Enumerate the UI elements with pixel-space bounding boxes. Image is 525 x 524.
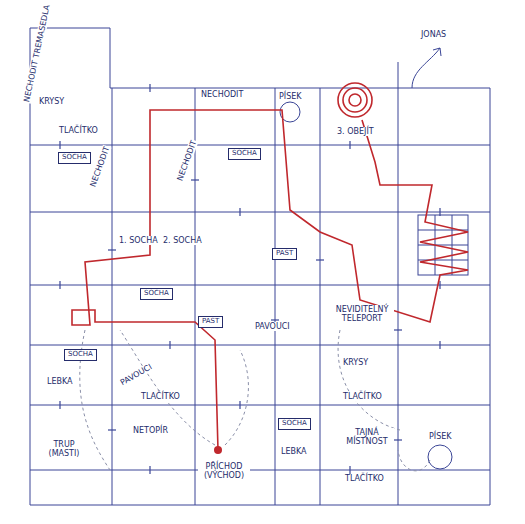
map-label: PŘÍCHOD (VÝCHOD) — [198, 462, 250, 480]
map-label: 2. SOCHA — [162, 236, 203, 245]
map-label: TLAČÍTKO — [344, 474, 385, 483]
map-label: 3. OBEJÍT — [336, 127, 375, 136]
map-label: PÍSEK — [278, 92, 303, 101]
map-box: SOCHA — [64, 349, 97, 361]
map-label: 1. SOCHA — [118, 236, 159, 245]
map-label: NETOPÍR — [132, 426, 169, 435]
map-label: PAVOUCI — [254, 322, 291, 331]
box-label: SOCHA — [232, 149, 257, 157]
map-label: LEBKA — [280, 447, 308, 456]
map-label: TLAČÍTKO — [342, 392, 383, 401]
map-label: TLAČÍTKO — [140, 392, 181, 401]
map-label: JONAS — [420, 30, 447, 39]
map-label: PAVOUCI — [118, 362, 154, 388]
map-box: SOCHA — [278, 418, 311, 430]
map-label: NEVIDITELNÝ TELEPORT — [330, 305, 394, 323]
map-label: PÍSEK — [428, 432, 453, 441]
map-label: TRUP (MASTI) — [40, 440, 88, 458]
box-label: PAST — [276, 249, 293, 257]
map-box: PAST — [198, 316, 223, 328]
box-label: SOCHA — [144, 289, 169, 297]
map-label: TAJNÁ MÍSTNOST — [340, 428, 394, 446]
box-label: SOCHA — [62, 153, 87, 161]
box-label: PAST — [202, 317, 219, 325]
map-box: SOCHA — [58, 152, 91, 164]
map-label: NECHODIT — [88, 144, 112, 189]
box-label: SOCHA — [68, 350, 93, 358]
map-label: NECHODIT — [200, 90, 244, 99]
map-label: LEBKA — [46, 377, 74, 386]
map-label: NECHODIT TREMASEDLA — [22, 3, 52, 104]
map-label: KRYSY — [342, 358, 369, 367]
map-label: TLAČÍTKO — [58, 126, 99, 135]
map-box: PAST — [272, 248, 297, 260]
box-label: SOCHA — [282, 419, 307, 427]
map-label: KRYSY — [38, 97, 65, 106]
map-box: SOCHA — [140, 288, 173, 300]
map-box: SOCHA — [228, 148, 261, 160]
